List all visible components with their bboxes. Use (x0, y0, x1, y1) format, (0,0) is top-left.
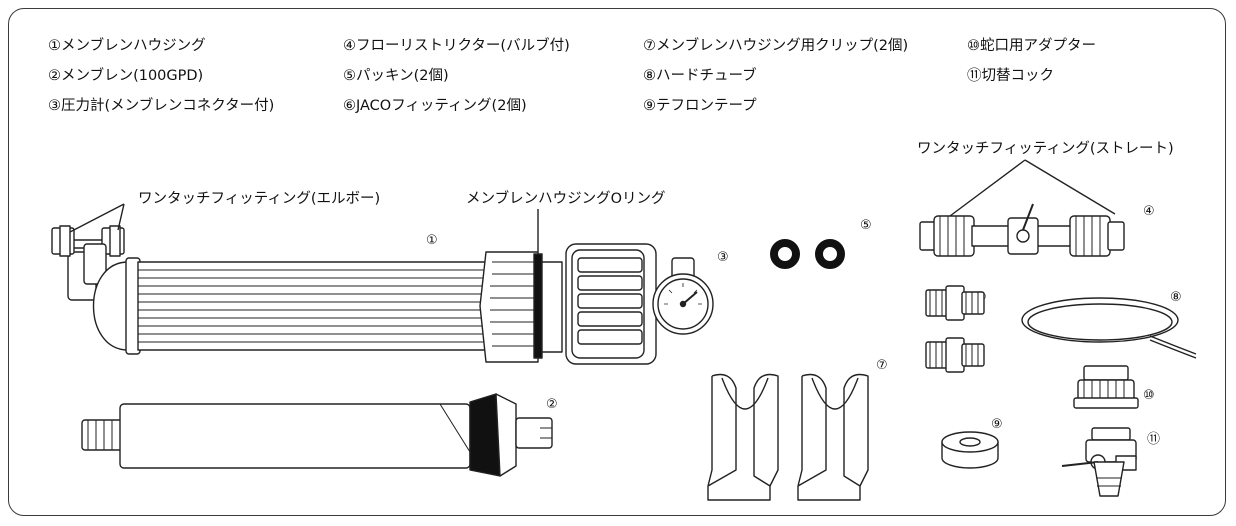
marker-4: ④ (1143, 204, 1155, 219)
switching-cock-icon (1061, 427, 1137, 497)
jaco-fitting-icon (925, 285, 985, 373)
pressure-gauge-illustration (565, 243, 714, 365)
parts-list-item-3: ③圧力計(メンブレンコネクター付) (48, 98, 275, 114)
faucet-adapter-icon (1073, 365, 1139, 409)
teflon-tape-icon (941, 431, 999, 469)
parts-list-item-10: ⑩蛇口用アダプター (967, 38, 1096, 54)
marker-9: ⑨ (991, 417, 1003, 432)
parts-list-item-2: ②メンブレン(100GPD) (48, 68, 204, 84)
marker-1: ① (426, 233, 438, 248)
marker-10: ⑩ (1143, 388, 1155, 403)
hard-tube-icon (1021, 297, 1197, 359)
parts-list-item-11: ⑪切替コック (967, 68, 1054, 84)
parts-list-item-6: ⑥JACOフィッティング(2個) (343, 98, 527, 114)
packing-ring-icon (770, 239, 845, 269)
marker-7: ⑦ (876, 358, 888, 373)
diagram-frame (8, 8, 1226, 516)
flow-restrictor-illustration (919, 159, 1125, 257)
parts-list-item-7: ⑦メンブレンハウジング用クリップ(2個) (643, 38, 909, 54)
parts-list-item-9: ⑨テフロンテープ (643, 98, 757, 114)
parts-list-item-5: ⑤パッキン(2個) (343, 68, 449, 84)
membrane-illustration (81, 393, 553, 477)
parts-list-item-8: ⑧ハードチューブ (643, 68, 757, 84)
marker-2: ② (546, 397, 558, 412)
callout-elbow-fitting: ワンタッチフィッティング(エルボー) (138, 191, 381, 207)
callout-straight-fitting: ワンタッチフィッティング(ストレート) (917, 141, 1174, 157)
parts-list-item-1: ①メンブレンハウジング (48, 38, 206, 54)
marker-3: ③ (717, 250, 729, 265)
callout-membrane-oring: メンブレンハウジングOリング (466, 191, 666, 207)
marker-8: ⑧ (1170, 290, 1182, 305)
parts-list-item-4: ④フローリストリクター(バルブ付) (343, 38, 570, 54)
membrane-housing-illustration (51, 203, 563, 363)
elbow-fitting-icon (51, 225, 125, 301)
housing-clip-icon (707, 373, 869, 501)
marker-11: ⑪ (1147, 432, 1161, 447)
marker-5: ⑤ (860, 218, 872, 233)
